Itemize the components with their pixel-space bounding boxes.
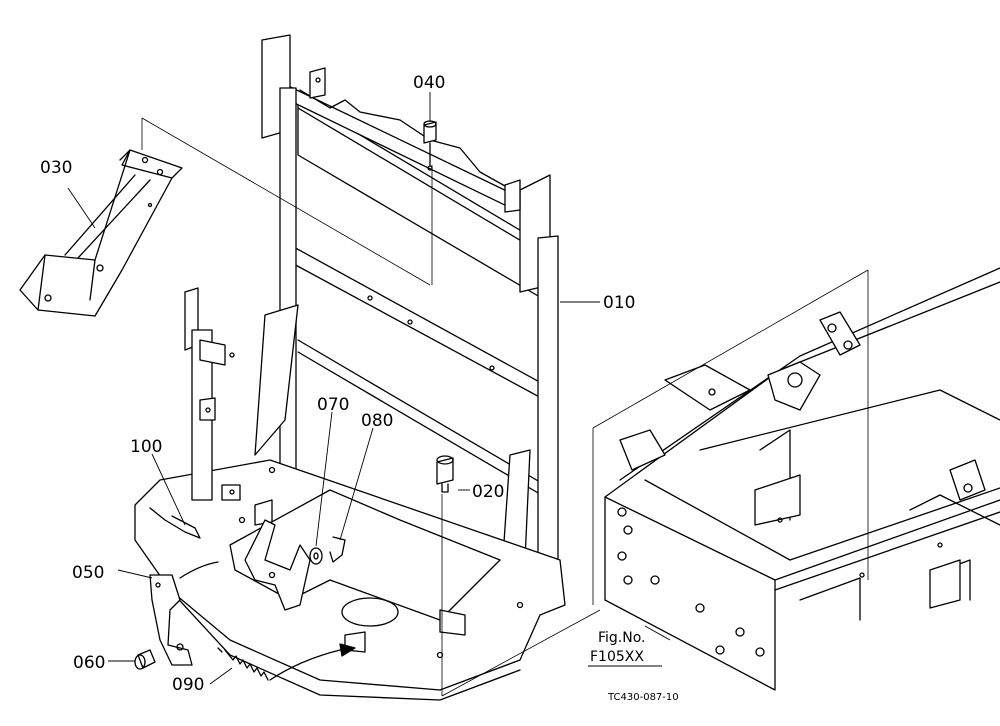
callout-040: 040 bbox=[413, 73, 445, 93]
callout-010: 010 bbox=[603, 293, 635, 313]
callout-050: 050 bbox=[72, 563, 104, 583]
callout-100: 100 bbox=[130, 437, 162, 457]
callout-070: 070 bbox=[317, 395, 349, 415]
lever-assembly-100 bbox=[149, 287, 241, 539]
callout-080: 080 bbox=[361, 411, 393, 431]
frame-010 bbox=[134, 34, 566, 701]
callout-060: 060 bbox=[73, 653, 105, 673]
bracket-030 bbox=[19, 149, 183, 317]
callout-020: 020 bbox=[472, 482, 504, 502]
fig-ref-number: F105XX bbox=[590, 649, 644, 665]
leader-lines bbox=[67, 92, 671, 685]
fig-ref-label: Fig.No. bbox=[598, 630, 646, 646]
figure-reference: Fig.No. F105XX bbox=[588, 630, 662, 667]
callout-labels: 010 020 030 040 050 060 070 080 090 100 bbox=[40, 73, 635, 695]
callout-030: 030 bbox=[40, 158, 72, 178]
pin-060 bbox=[134, 649, 156, 670]
bolt-040 bbox=[423, 120, 437, 166]
lever-070-080 bbox=[244, 519, 346, 611]
alignment-lines bbox=[141, 117, 869, 697]
drawing-code: TC430-087-10 bbox=[607, 692, 679, 703]
chassis-reference bbox=[604, 267, 1000, 691]
bolt-020 bbox=[436, 455, 454, 493]
assembly-arrows bbox=[179, 561, 356, 681]
lock-plate-050 bbox=[149, 574, 193, 666]
callout-090: 090 bbox=[172, 675, 204, 695]
spring-090 bbox=[217, 647, 269, 681]
